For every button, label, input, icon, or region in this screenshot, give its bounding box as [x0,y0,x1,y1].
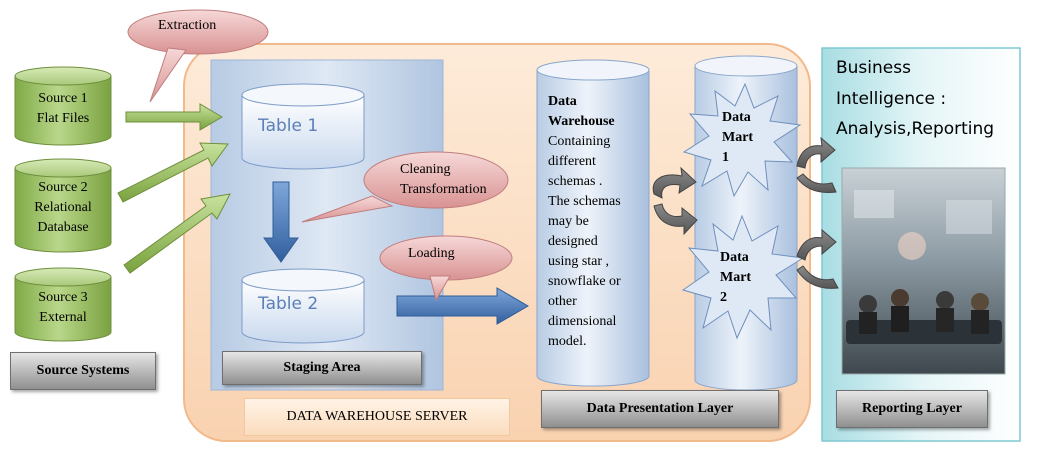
source-2-line3: Database [37,220,89,235]
dw-heading-2: Warehouse [548,114,615,129]
dw-body-7: snowflake or [548,274,621,289]
source-1-cylinder [14,66,112,146]
dw-body-0: Containing [548,134,611,149]
source-2-line1: Source 2 [38,180,88,195]
dw-body-3: The schemas [548,194,621,209]
mart-1-line3: 1 [722,150,729,165]
dw-to-mart1-arrow [652,166,697,199]
mart-2-line1: Data [720,250,749,265]
bi-line-1: Business [836,58,911,78]
source-systems-label: Source Systems [10,352,156,390]
dw-body-6: using star , [548,254,610,269]
data-warehouse-text: Data Warehouse Containing different sche… [548,92,640,352]
data-mart-1-label: Data Mart 1 [722,108,753,168]
mart-2-line3: 2 [720,290,727,305]
source-1-arrow [125,103,223,131]
source-3-line2: External [39,310,87,325]
source-1-label: Source 1 Flat Files [15,89,111,129]
source-1-line2: Flat Files [36,111,90,126]
bi-line-2: Intelligence : [836,89,947,109]
mart-1-line1: Data [722,110,751,125]
bi-line-3: Analysis,Reporting [836,119,995,139]
mart2-to-report-arrow [796,228,837,261]
data-mart-1-burst [682,82,802,198]
dw-heading-1: Data [548,94,577,109]
mart1-return-arrow [796,173,837,193]
dw-body-1: different [548,154,596,169]
presentation-layer-label: Data Presentation Layer [541,390,779,428]
cleaning-label: Cleaning [400,162,451,177]
table-2-label: Table 2 [258,294,319,314]
dw-body-2: schemas . [548,174,603,189]
staging-area-label: Staging Area [222,351,422,385]
data-warehouse-cylinder [536,59,650,387]
table-1-label: Table 1 [258,116,319,136]
source-3-label: Source 3 External [15,288,111,328]
extraction-callout [127,9,269,103]
source-2-arrow [117,142,229,203]
extraction-label: Extraction [158,18,217,33]
loading-label: Loading [408,246,455,261]
source-2-line2: Relational [34,200,92,215]
source-2-label: Source 2 Relational Database [15,178,111,238]
mart-1-line2: Mart [722,130,754,145]
table-2-cylinder [241,268,365,344]
source-3-cylinder [14,267,112,342]
cleaning-callout [301,151,509,223]
dw-body-4: may be [548,214,589,229]
dw-body-8: other [548,294,577,309]
loading-arrow [396,287,529,325]
mart1-to-report-arrow [796,136,836,169]
mart1-to-dw-arrow [653,203,698,236]
source-1-line1: Source 1 [38,91,88,106]
dw-server-label: DATA WAREHOUSE SERVER [244,398,510,436]
dw-body-10: model. [548,334,587,349]
source-3-arrow [123,193,231,274]
dw-body-9: dimensional [548,314,617,329]
reporting-layer-label: Reporting Layer [836,390,988,428]
transformation-label: Transformation [400,182,487,197]
data-mart-2-label: Data Mart 2 [720,248,751,308]
dw-body-5: designed [548,234,598,249]
source-3-line1: Source 3 [38,290,88,305]
loading-callout [379,235,513,302]
data-mart-2-burst [681,214,805,340]
source-2-cylinder [14,158,112,253]
table-1-cylinder [241,83,365,170]
business-meeting-photo [841,167,1006,375]
mart2-return-arrow [796,265,839,289]
staging-down-arrow [263,181,299,263]
mart-2-line2: Mart [720,270,752,285]
